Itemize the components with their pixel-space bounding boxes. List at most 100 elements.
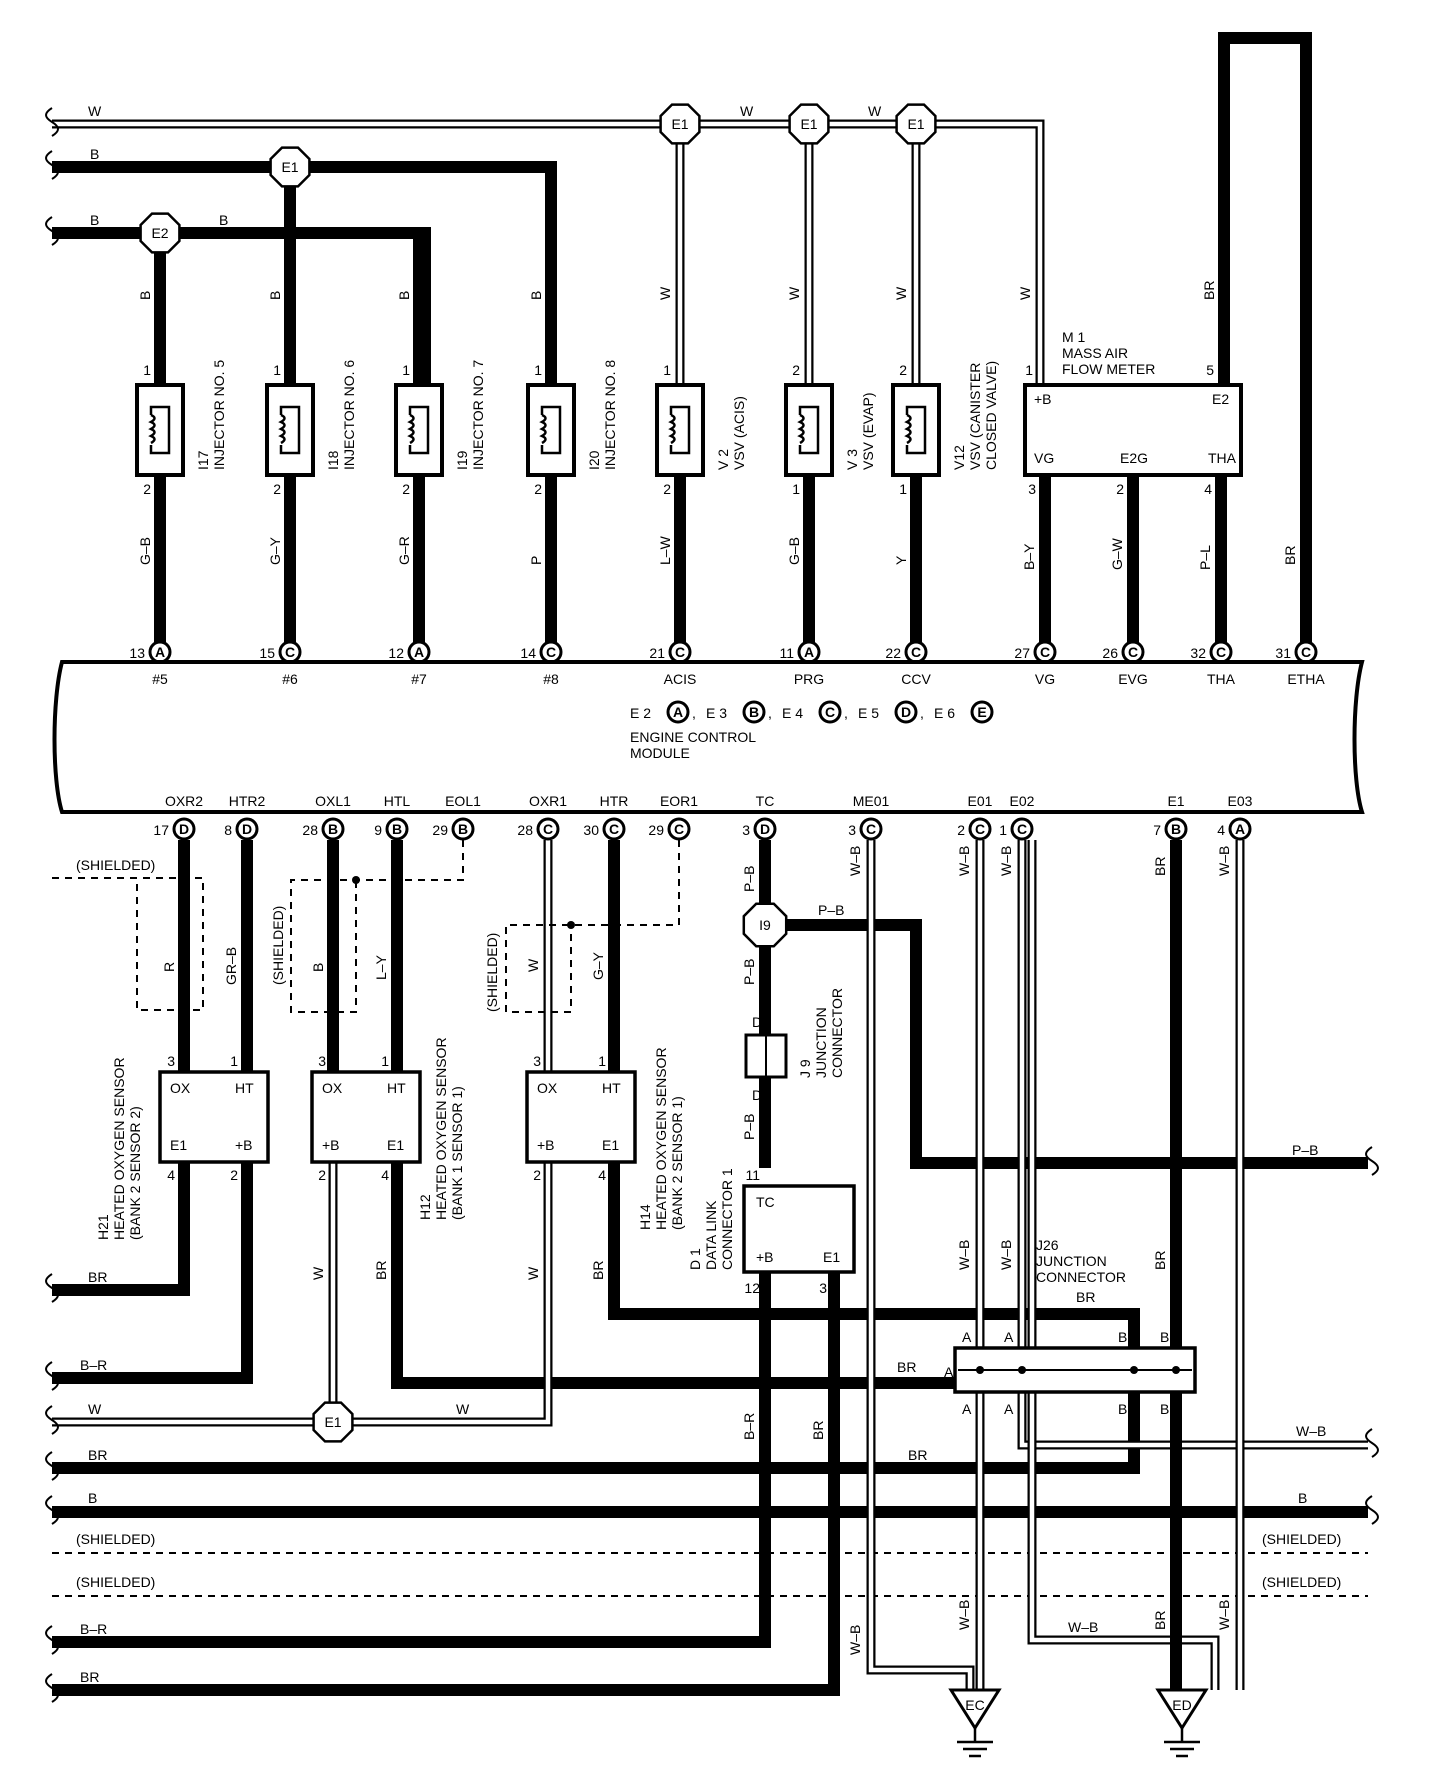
component-name: VSV (EVAP) [860, 392, 876, 470]
pin-letter: A [962, 1329, 972, 1345]
shield-junction-dot [567, 921, 575, 929]
shield-label: (SHIELDED) [270, 906, 286, 985]
pin-number: 2 [534, 481, 542, 497]
wire-code-w-3: W [868, 103, 882, 119]
shield-label: (SHIELDED) [76, 1531, 155, 1547]
wire-h14-b-core [52, 1162, 551, 1425]
ecm-terminal-label: E03 [1228, 793, 1253, 809]
injector-5-coil-frame [798, 405, 820, 455]
ecm-pin-number: 15 [259, 645, 275, 661]
ecm-terminal-label: E1 [1167, 793, 1184, 809]
separator: , [768, 705, 772, 721]
wire-code: BR [810, 1421, 826, 1440]
ecm-pin-number: 27 [1014, 645, 1030, 661]
pin-number: 1 [381, 1053, 389, 1069]
pin-number: 12 [744, 1280, 760, 1296]
wire-code: W [525, 1266, 541, 1280]
wire-dlc-b [52, 1272, 771, 1648]
separator: , [692, 705, 696, 721]
wire-code: W–B [956, 1240, 972, 1270]
o2-sensor-h12-body [310, 1070, 422, 1164]
maf-terminal-plus-b: +B [1034, 391, 1052, 407]
ecm-terminal-label: OXR2 [165, 793, 203, 809]
ecm-terminal-label: EVG [1118, 671, 1148, 687]
ecm-pin-bottom [667, 817, 691, 841]
ecm-pin-3-letter: C [546, 644, 556, 660]
pin-letter: A [944, 1364, 954, 1380]
wire-etha-loop [1218, 32, 1312, 658]
wire-h21-b [52, 1162, 253, 1384]
wire-code: B [267, 291, 283, 300]
ecm-terminal-label: OXL1 [315, 793, 351, 809]
pin-number: 1 [663, 362, 671, 378]
ecm-pin-bottom-letter: B [458, 821, 468, 837]
wire-break [45, 1625, 59, 1655]
ecm-pin-bottom [536, 817, 560, 841]
splice-e1-top-3 [788, 103, 830, 145]
shield-h21 [52, 877, 204, 1011]
ecm-pin-number: 3 [848, 822, 856, 838]
wire-code: R [161, 962, 177, 972]
ecm-pin-bottom [602, 817, 626, 841]
splice-i9 [742, 902, 788, 948]
pin-number: 3 [1028, 481, 1036, 497]
wire-code: G–W [1109, 537, 1125, 570]
ecm-pin-bottom-letter: D [179, 821, 189, 837]
wire-code: P [528, 556, 544, 565]
wire-code: W–B [998, 846, 1014, 876]
sensor-terminal: E1 [170, 1137, 187, 1153]
sensor-name: HEATED OXYGEN SENSOR [433, 1037, 449, 1220]
wire-break-b2 [45, 216, 59, 246]
pin-number: 4 [381, 1167, 389, 1183]
splice-e1-top-2 [659, 103, 701, 145]
engine-control-module-body [52, 660, 1365, 814]
ecm-terminal-label: #6 [282, 671, 298, 687]
wire-code: BR [1076, 1289, 1095, 1305]
wire-h14-e1 [52, 1162, 1140, 1474]
pin-number: 1 [598, 1053, 606, 1069]
ecm-connector-letter [970, 700, 994, 724]
maf-terminal-tha: THA [1208, 450, 1237, 466]
injector-6-body [891, 383, 941, 477]
ecm-terminal-label: ETHA [1287, 671, 1325, 687]
wire-break [45, 1405, 59, 1435]
ecm-connector-letter-letter: E [977, 704, 986, 720]
injector-1-body [265, 383, 315, 477]
injector-2-coil-frame [408, 405, 430, 455]
ecm-pin-top-letter: C [1216, 644, 1226, 660]
component-id: V 2 [715, 449, 731, 470]
ecm-pin-bottom [172, 817, 196, 841]
sensor-terminal: +B [235, 1137, 253, 1153]
ecm-pin-bottom-letter: A [1235, 821, 1245, 837]
sensor-terminal: OX [322, 1080, 343, 1096]
sensor-terminal: HT [387, 1080, 406, 1096]
dlc-name: DATA LINK [703, 1200, 719, 1270]
wire-break-w [45, 107, 59, 137]
ecm-pin-bottom-letter: C [1017, 821, 1027, 837]
ecm-connector-letter-letter: C [825, 704, 835, 720]
ecm-connector-letter [818, 700, 842, 724]
ecm-pin-number: 8 [224, 822, 232, 838]
shield-label: (SHIELDED) [1262, 1531, 1341, 1547]
splice-e1-bottom [312, 1401, 354, 1443]
ecm-connector-label: E 5 [858, 705, 879, 721]
maf-terminal-vg: VG [1034, 450, 1054, 466]
ecm-pin-1-letter: C [285, 644, 295, 660]
ecm-terminal-label: THA [1207, 671, 1236, 687]
o2-sensor-h21-body [158, 1070, 270, 1164]
splice-e1-top-4-label: E1 [907, 116, 924, 132]
ecm-pin-number: 29 [648, 822, 664, 838]
component-name: VSV (ACIS) [731, 396, 747, 470]
splice-e1-top-1-label: E1 [281, 159, 298, 175]
wire-code: P–B [741, 1114, 757, 1140]
ecm-pin-6-letter: C [911, 644, 921, 660]
ecm-terminal-label: #5 [152, 671, 168, 687]
splice-e1-top-2-label: E1 [671, 116, 688, 132]
wire-code: W–B [847, 1625, 863, 1655]
sensor-terminal: OX [537, 1080, 558, 1096]
j9-name-2: CONNECTOR [829, 988, 845, 1078]
pin-number: 2 [230, 1167, 238, 1183]
pin-number: 11 [745, 1167, 760, 1183]
ecm-pin-2-letter: A [414, 644, 424, 660]
pin-number: 3 [819, 1280, 827, 1296]
